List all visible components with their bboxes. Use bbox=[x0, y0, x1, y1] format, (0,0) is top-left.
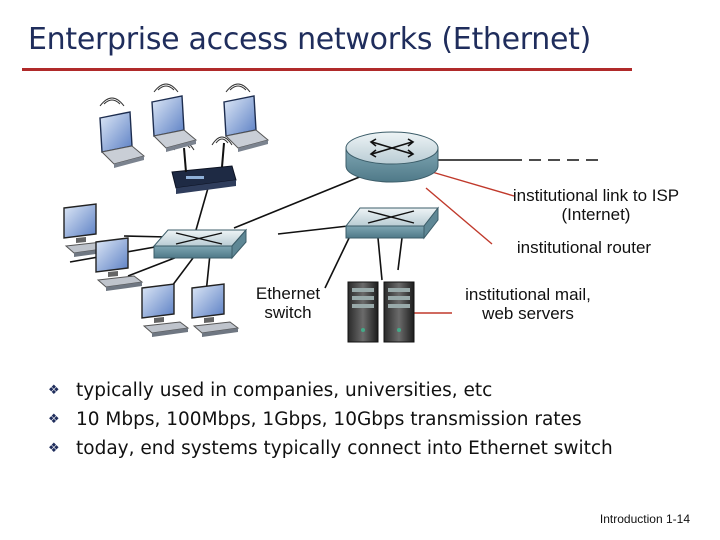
network-diagram bbox=[63, 83, 598, 343]
title-underline bbox=[22, 68, 632, 71]
laptop-icon-1 bbox=[99, 97, 146, 168]
footer-page-number: 1-14 bbox=[665, 512, 690, 526]
ethernet-switch-label: Ethernet switch bbox=[255, 284, 321, 322]
bullet-marker-icon: ❖ bbox=[48, 383, 60, 398]
bullet-item: ❖ today, end systems typically connect in… bbox=[48, 434, 613, 463]
bullet-item: ❖ typically used in companies, universiti… bbox=[48, 376, 613, 405]
bullet-item: ❖ 10 Mbps, 100Mbps, 1Gbps, 10Gbps transmi… bbox=[48, 405, 613, 434]
footer-section: Introduction bbox=[599, 512, 663, 526]
bullet-list: ❖ typically used in companies, universiti… bbox=[48, 376, 613, 463]
page-title: Enterprise access networks (Ethernet) bbox=[28, 22, 592, 57]
network-links bbox=[69, 159, 598, 304]
ethernet-switch-icon-right bbox=[344, 206, 440, 240]
bullet-marker-icon: ❖ bbox=[48, 441, 60, 456]
server-icon-2 bbox=[383, 281, 415, 343]
server-icon-1 bbox=[347, 281, 379, 343]
servers-label: institutional mail, web servers bbox=[465, 285, 591, 323]
institutional-router-label: institutional router bbox=[516, 238, 652, 257]
bullet-text: today, end systems typically connect int… bbox=[76, 438, 613, 459]
slide-footer: Introduction 1-14 bbox=[600, 512, 690, 526]
isp-link-label: institutional link to ISP (Internet) bbox=[512, 186, 680, 224]
callout-lines bbox=[412, 171, 515, 314]
desktop-computer-icon-4 bbox=[191, 283, 240, 337]
desktop-computer-icon-3 bbox=[141, 283, 190, 337]
desktop-computer-icon-2 bbox=[95, 237, 144, 291]
bullet-marker-icon: ❖ bbox=[48, 412, 60, 427]
router-icon bbox=[345, 131, 439, 183]
bullet-text: typically used in companies, universitie… bbox=[76, 380, 493, 401]
laptop-icon-2 bbox=[151, 83, 198, 152]
ethernet-switch-icon-left bbox=[152, 228, 248, 260]
bullet-text: 10 Mbps, 100Mbps, 1Gbps, 10Gbps transmis… bbox=[76, 409, 582, 430]
laptop-icon-3 bbox=[223, 83, 270, 152]
